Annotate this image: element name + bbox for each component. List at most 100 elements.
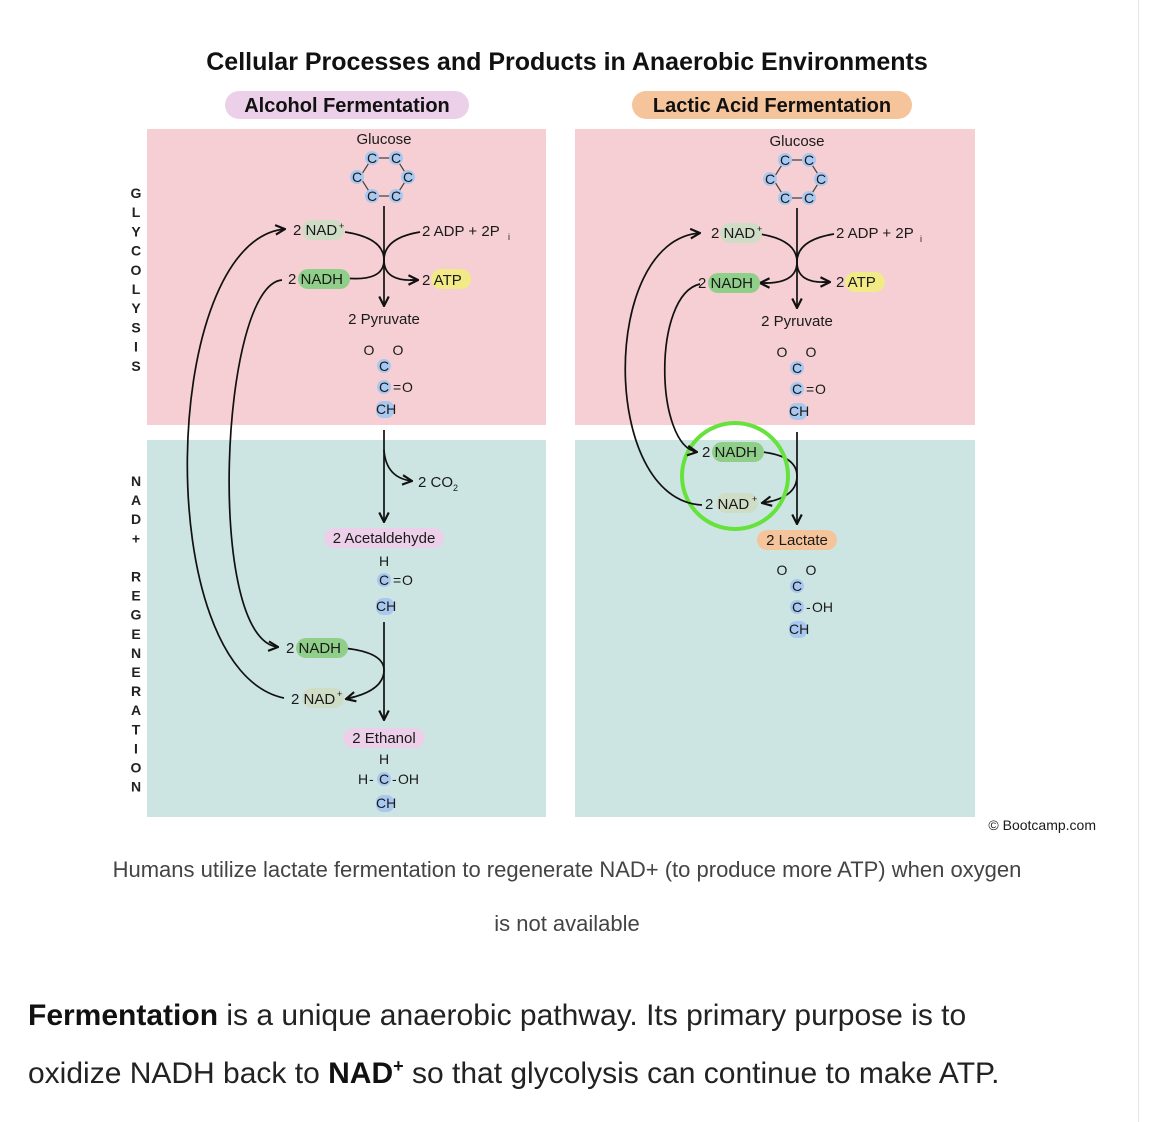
svg-text:CH: CH — [376, 795, 396, 811]
alcohol-acetaldehyde: 2 Acetaldehyde — [333, 530, 436, 547]
alcohol-ethanol: 2 Ethanol — [352, 730, 415, 747]
svg-text:C: C — [403, 169, 413, 185]
svg-text:OH: OH — [398, 771, 419, 787]
svg-text:O: O — [806, 562, 817, 578]
paragraph-line-1: Fermentation is a unique anaerobic pathw… — [28, 990, 1118, 1041]
svg-text:OH: OH — [812, 599, 833, 615]
lactic-glucose: Glucose C C C C C C — [763, 133, 828, 206]
svg-text:C: C — [379, 358, 389, 374]
alcohol-nad-out: 2 NAD — [291, 691, 335, 708]
lactic-lactate: 2 Lactate — [766, 532, 828, 549]
svg-text:C: C — [379, 572, 389, 588]
svg-text:+: + — [752, 494, 757, 504]
lactic-pyruvate: 2 Pyruvate — [761, 313, 833, 330]
svg-text:C: C — [792, 360, 802, 376]
svg-text:-: - — [392, 771, 397, 787]
lactic-lactate-pill — [757, 530, 837, 550]
body-paragraph: Fermentation is a unique anaerobic pathw… — [28, 990, 1118, 1099]
lactic-adp: 2 ADP + 2P — [836, 225, 914, 242]
lactic-nad-out-pill — [716, 493, 758, 513]
lactic-nadh-in: 2 NADH — [702, 444, 757, 461]
term-nad: NAD+ — [328, 1056, 404, 1090]
svg-text:C: C — [804, 152, 814, 168]
svg-text:=: = — [806, 381, 814, 397]
lactic-header: Lactic Acid Fermentation — [653, 95, 891, 117]
svg-text:C: C — [367, 150, 377, 166]
svg-text:CH: CH — [789, 403, 809, 419]
paragraph-text-1: is a unique anaerobic pathway. Its prima… — [218, 999, 967, 1032]
alcohol-nadh-out-pill — [298, 269, 350, 289]
svg-text:+: + — [339, 221, 344, 231]
page-edge-divider — [1138, 0, 1139, 1122]
svg-text:C: C — [792, 578, 802, 594]
alcohol-nadh-out: 2 NADH — [288, 271, 343, 288]
diagram-title: Cellular Processes and Products in Anaer… — [206, 48, 928, 76]
svg-text:=: = — [393, 379, 401, 395]
alcohol-adp: 2 ADP + 2P — [422, 223, 500, 240]
alcohol-nad-out-pill — [302, 688, 344, 708]
alcohol-ethanol-pill — [343, 728, 425, 748]
svg-text:CH: CH — [376, 401, 396, 417]
svg-text:i: i — [508, 232, 510, 242]
copyright: © Bootcamp.com — [988, 817, 1096, 833]
lactic-header-pill — [632, 91, 912, 119]
svg-text:C: C — [391, 150, 401, 166]
svg-text:=: = — [393, 572, 401, 588]
lactic-nadh-out-pill — [708, 273, 760, 293]
svg-text:O: O — [364, 342, 375, 358]
paragraph-line-2: oxidize NADH back to NAD+ so that glycol… — [28, 1041, 1118, 1099]
lactic-nad-in: 2 NAD — [711, 225, 755, 242]
alcohol-atp-pill — [431, 269, 471, 289]
svg-text:O: O — [402, 572, 413, 588]
svg-text:H: H — [379, 553, 389, 569]
alcohol-atp: 2 ATP — [422, 272, 462, 289]
caption-line-1: Humans utilize lactate fermentation to r… — [112, 857, 1022, 882]
alcohol-co2: 2 CO — [418, 474, 453, 491]
alcohol-header: Alcohol Fermentation — [244, 95, 450, 117]
lactic-nad-in-pill — [720, 223, 762, 243]
svg-text:2: 2 — [453, 483, 458, 493]
svg-text:C: C — [792, 381, 802, 397]
lactic-nadh-in-pill — [712, 442, 764, 462]
svg-text:O: O — [402, 379, 413, 395]
highlight-circle — [680, 421, 790, 531]
svg-text:+: + — [337, 689, 342, 699]
svg-text:Glucose: Glucose — [356, 131, 411, 148]
svg-text:H: H — [358, 771, 368, 787]
svg-text:C: C — [780, 152, 790, 168]
alcohol-acetaldehyde-pill — [324, 528, 444, 548]
alcohol-header-pill — [225, 91, 469, 119]
svg-text:Glucose: Glucose — [769, 133, 824, 150]
alcohol-nad-in: 2 NAD — [293, 222, 337, 239]
svg-text:C: C — [352, 169, 362, 185]
svg-text:O: O — [806, 344, 817, 360]
svg-text:C: C — [780, 190, 790, 206]
alcohol-pyruvate-structure: O O C C = O CH — [364, 342, 413, 418]
svg-text:i: i — [920, 234, 922, 244]
svg-text:C: C — [391, 188, 401, 204]
lactic-lactate-structure: O O C C - OH CH — [777, 562, 833, 638]
svg-text:C: C — [379, 771, 389, 787]
alcohol-acetaldehyde-structure: H C = O CH — [376, 553, 413, 615]
svg-text:CH: CH — [789, 621, 809, 637]
svg-text:C: C — [792, 599, 802, 615]
lactic-pyruvate-structure: O O C C = O CH — [777, 344, 826, 420]
svg-text:+: + — [757, 224, 762, 234]
lactic-nad-out: 2 NAD — [705, 496, 749, 513]
alcohol-glucose: Glucose C C C C C C — [350, 131, 415, 204]
lactic-regeneration-panel — [575, 440, 975, 817]
alcohol-nadh-in-pill — [296, 638, 348, 658]
svg-text:CH: CH — [376, 598, 396, 614]
svg-text:H: H — [379, 751, 389, 767]
alcohol-nad-in-pill — [302, 220, 344, 240]
alcohol-regeneration-panel — [147, 440, 546, 817]
svg-text:O: O — [777, 562, 788, 578]
paragraph-text-3: so that glycolysis can continue to make … — [403, 1057, 1000, 1090]
svg-text:O: O — [393, 342, 404, 358]
alcohol-nadh-in: 2 NADH — [286, 640, 341, 657]
paragraph-text-2: oxidize NADH back to — [28, 1057, 329, 1090]
